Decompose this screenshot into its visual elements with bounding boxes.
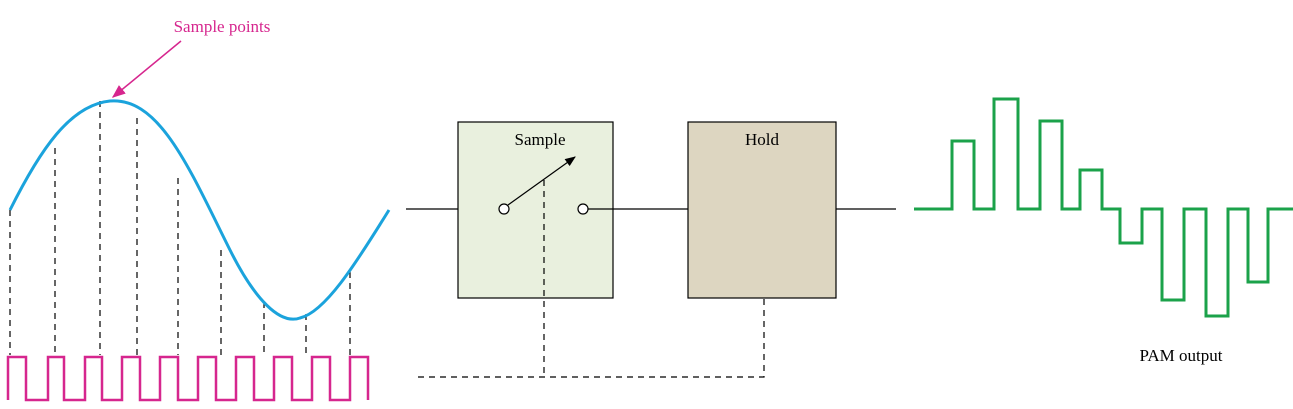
hold-block-label: Hold	[745, 130, 780, 149]
control-dashed-lines	[418, 298, 765, 378]
pam-output-waveform	[914, 97, 1293, 318]
analog-sine-wave	[8, 99, 391, 321]
sample-block-label: Sample	[515, 130, 566, 149]
hold-block	[687, 121, 837, 299]
arrow-icon	[507, 156, 576, 206]
sampling-clock-pulses	[6, 355, 370, 402]
pam-output-label: PAM output	[1140, 346, 1223, 365]
switch-icon	[498, 156, 589, 215]
sample-dashed-lines	[9, 101, 351, 355]
sample-points-label: Sample points	[174, 17, 271, 36]
sample-points-arrow	[111, 40, 182, 98]
